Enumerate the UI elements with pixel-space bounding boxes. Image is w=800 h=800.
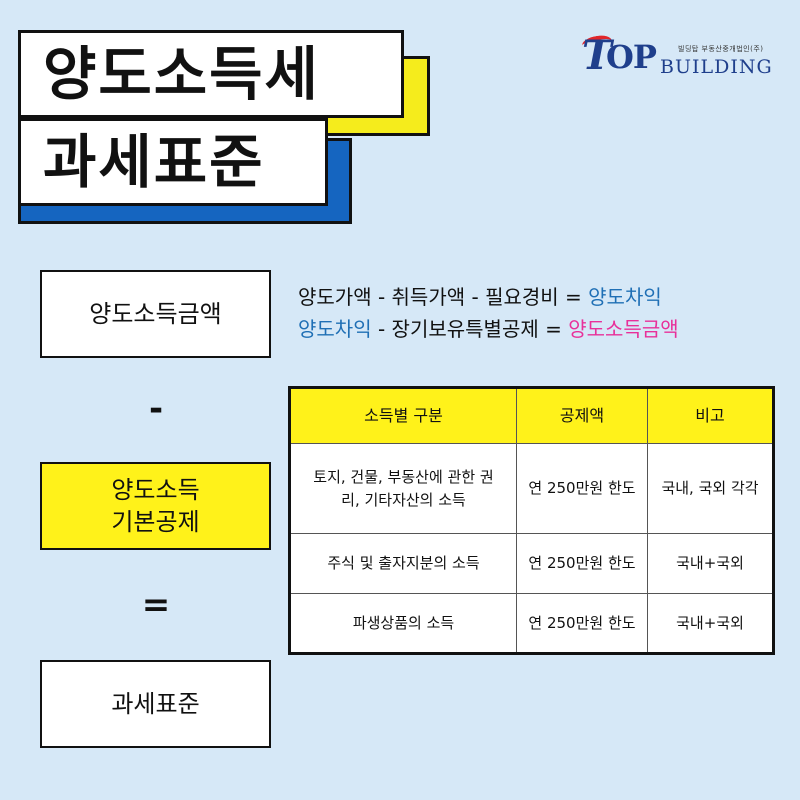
logo-t: T [582, 32, 612, 79]
formula-line1-text: 양도가액 - 취득가액 - 필요경비 = [298, 285, 589, 309]
table-header-row: 소득별 구분 공제액 비고 [289, 387, 774, 444]
table-cell: 연 250만원 한도 [516, 593, 648, 654]
tax-base-box: 과세표준 [40, 660, 271, 748]
table-cell: 국내+국외 [647, 593, 774, 654]
formula-line1: 양도가액 - 취득가액 - 필요경비 = 양도차익 [298, 281, 679, 313]
table-cell: 연 250만원 한도 [516, 443, 648, 534]
table-header: 소득별 구분 [289, 387, 517, 444]
formula-capital-gain: 양도차익 [588, 285, 662, 309]
logo-op: OP [606, 38, 657, 76]
formula: 양도가액 - 취득가액 - 필요경비 = 양도차익 양도차익 - 장기보유특별공… [298, 281, 679, 345]
amount-box: 양도소득금액 [40, 270, 271, 358]
table-row: 파생상품의 소득 연 250만원 한도 국내+국외 [289, 593, 774, 654]
amount-label: 양도소득금액 [89, 299, 222, 328]
logo-building: BUILDING [660, 56, 773, 78]
table-cell: 연 250만원 한도 [516, 533, 648, 594]
formula-line2-text: - 장기보유특별공제 = [371, 317, 569, 341]
title-line2-box: 과세표준 [18, 118, 328, 206]
table-row: 토지, 건물, 부동산에 관한 권리, 기타자산의 소득 연 250만원 한도 … [289, 443, 774, 534]
minus-sign: - [148, 389, 164, 429]
basic-deduction-box: 양도소득 기본공제 [40, 462, 271, 550]
table-cell: 국내, 국외 각각 [647, 443, 774, 534]
equals-sign: = [141, 585, 171, 625]
table-header: 공제액 [516, 387, 648, 444]
logo-tagline: 빌딩탑 부동산중개법인(주) [678, 45, 764, 53]
table-cell: 국내+국외 [647, 533, 774, 594]
basic-deduction-line2: 기본공제 [111, 508, 200, 536]
basic-deduction-line1: 양도소득 [111, 475, 200, 504]
table-cell: 주식 및 출자지분의 소득 [289, 533, 517, 594]
table-cell: 파생상품의 소득 [289, 593, 517, 654]
title-line1: 양도소득세 [43, 40, 320, 108]
table-cell: 토지, 건물, 부동산에 관한 권리, 기타자산의 소득 [289, 443, 517, 534]
formula-capital-gain-2: 양도차익 [298, 317, 372, 341]
table-header: 비고 [647, 387, 774, 444]
tax-base-label: 과세표준 [111, 689, 200, 718]
formula-line2: 양도차익 - 장기보유특별공제 = 양도소득금액 [298, 313, 679, 345]
title-line2: 과세표준 [43, 128, 265, 196]
formula-income-amount: 양도소득금액 [568, 317, 679, 341]
deduction-table: 소득별 구분 공제액 비고 토지, 건물, 부동산에 관한 권리, 기타자산의 … [288, 386, 775, 655]
title-line1-box: 양도소득세 [18, 30, 404, 118]
company-logo: T OP 빌딩탑 부동산중개법인(주) BUILDING [581, 30, 773, 79]
table-row: 주식 및 출자지분의 소득 연 250만원 한도 국내+국외 [289, 533, 774, 594]
